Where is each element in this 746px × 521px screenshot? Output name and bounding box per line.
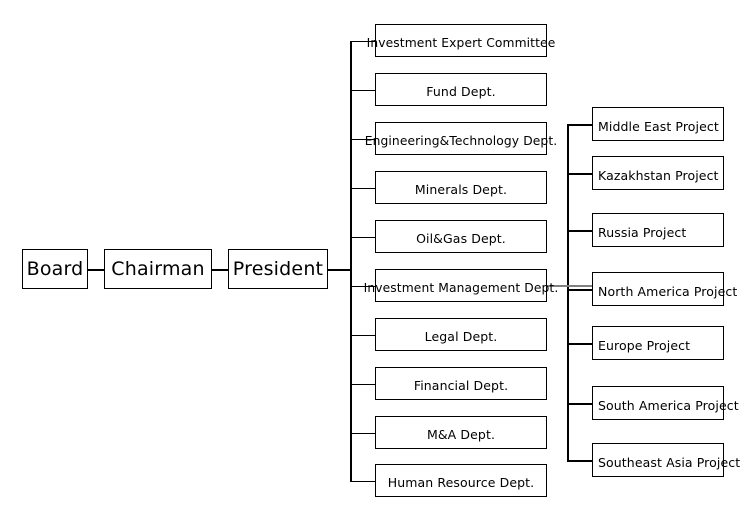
node-label: Investment Expert Committee xyxy=(366,35,556,50)
exec-link-0 xyxy=(88,269,104,271)
node-label: Chairman xyxy=(111,258,205,280)
project-stub-southeast-asia-project xyxy=(567,460,592,462)
dept-node-minerals-dept[interactable]: Minerals Dept. xyxy=(375,171,547,204)
node-label: Human Resource Dept. xyxy=(387,475,535,490)
project-stub-south-america-project xyxy=(567,403,592,405)
dept-stub-m-and-a-dept xyxy=(350,432,375,435)
dept-node-human-resource-dept[interactable]: Human Resource Dept. xyxy=(375,464,547,497)
project-node-middle-east-project[interactable]: Middle East Project xyxy=(592,107,724,141)
dept-node-fund-dept[interactable]: Fund Dept. xyxy=(375,73,547,106)
node-label: Southeast Asia Project xyxy=(598,454,741,470)
dept-stub-investment-expert-committee xyxy=(350,40,375,43)
node-label: Legal Dept. xyxy=(424,329,498,344)
project-stub-middle-east-project xyxy=(567,124,592,126)
dept-stub-oil-and-gas-dept xyxy=(350,236,375,239)
dept-stub-fund-dept xyxy=(350,89,375,92)
dept-node-oil-and-gas-dept[interactable]: Oil&Gas Dept. xyxy=(375,220,547,253)
node-label: Board xyxy=(26,258,84,280)
node-label: South America Project xyxy=(598,397,739,413)
node-label: Engineering&Technology Dept. xyxy=(364,133,558,148)
project-node-europe-project[interactable]: Europe Project xyxy=(592,326,724,360)
dept-stub-financial-dept xyxy=(350,383,375,386)
project-node-south-america-project[interactable]: South America Project xyxy=(592,386,739,420)
project-node-russia-project[interactable]: Russia Project xyxy=(592,213,724,247)
node-label: North America Project xyxy=(598,283,738,299)
exec-node-chairman[interactable]: Chairman xyxy=(104,249,212,289)
node-label: Financial Dept. xyxy=(413,378,509,393)
node-label: Kazakhstan Project xyxy=(598,167,719,183)
project-stub-europe-project xyxy=(567,343,592,345)
node-label: Middle East Project xyxy=(598,118,719,134)
node-label: M&A Dept. xyxy=(426,427,496,442)
dept-node-m-and-a-dept[interactable]: M&A Dept. xyxy=(375,416,547,449)
dept-node-financial-dept[interactable]: Financial Dept. xyxy=(375,367,547,400)
project-stub-kazakhstan-project xyxy=(567,173,592,175)
project-node-north-america-project[interactable]: North America Project xyxy=(592,272,737,306)
node-label: Russia Project xyxy=(598,224,687,240)
dept-node-investment-management-dept[interactable]: Investment Management Dept. xyxy=(364,269,558,302)
node-label: Oil&Gas Dept. xyxy=(416,231,506,246)
node-label: Fund Dept. xyxy=(426,84,496,99)
department-spine xyxy=(350,40,352,481)
dept-stub-legal-dept xyxy=(350,334,375,337)
node-label: President xyxy=(232,258,324,280)
dept-node-investment-expert-committee[interactable]: Investment Expert Committee xyxy=(367,24,555,57)
project-stub-russia-project xyxy=(567,230,592,232)
dept-stub-investment-management-dept xyxy=(350,285,375,288)
president-to-dept-spine xyxy=(328,269,350,271)
dept-node-engineering-and-technology-dept[interactable]: Engineering&Technology Dept. xyxy=(365,122,557,155)
node-label: Investment Management Dept. xyxy=(363,280,559,295)
project-node-southeast-asia-project[interactable]: Southeast Asia Project xyxy=(592,443,740,477)
node-label: Minerals Dept. xyxy=(414,182,508,197)
project-node-kazakhstan-project[interactable]: Kazakhstan Project xyxy=(592,156,724,190)
project-stub-north-america-project xyxy=(567,289,592,291)
dept-stub-minerals-dept xyxy=(350,187,375,190)
exec-node-president[interactable]: President xyxy=(228,249,328,289)
investment-management-to-north-america-link xyxy=(547,284,592,288)
dept-stub-engineering-and-technology-dept xyxy=(350,138,375,141)
node-label: Europe Project xyxy=(598,337,691,353)
dept-node-legal-dept[interactable]: Legal Dept. xyxy=(375,318,547,351)
project-spine xyxy=(567,124,569,460)
exec-node-board[interactable]: Board xyxy=(22,249,88,289)
dept-stub-human-resource-dept xyxy=(350,480,375,483)
exec-link-1 xyxy=(212,269,228,271)
